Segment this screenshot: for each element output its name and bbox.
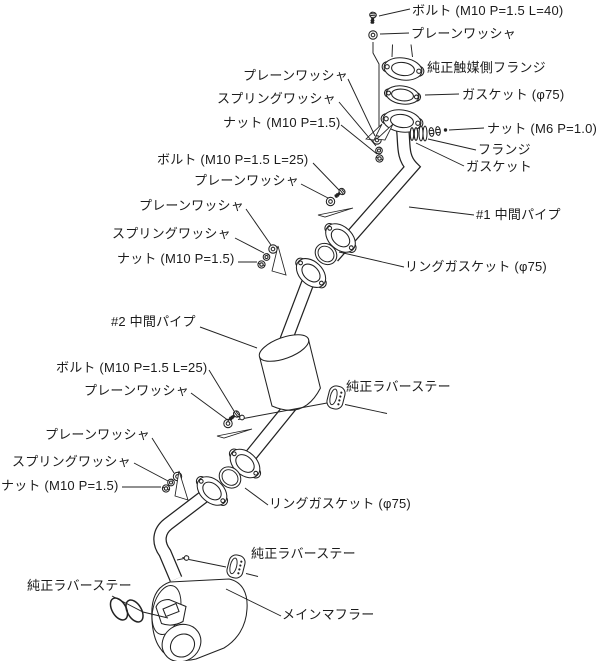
muffler-inlet-pipe [153, 486, 215, 582]
number2-center-pipe [237, 266, 321, 470]
m6-nut-icon [428, 127, 435, 137]
callout-nut-m10-3: ナット (M10 P=1.5) [1, 478, 119, 493]
callout-plain-washer-2: プレーンワッシャ [194, 173, 299, 188]
callout-rubber-stay-2: 純正ラバーステー [251, 546, 356, 561]
callout-bolt-m10-l25-1: ボルト (M10 P=1.5 L=25) [157, 152, 309, 167]
insert-wedge [317, 207, 354, 218]
nut-icon [375, 154, 384, 163]
callout-spring-washer-2: スプリングワッシャ [112, 226, 231, 241]
rubber-stay-2 [176, 552, 259, 581]
rubber-stay-icon [324, 383, 348, 412]
callout-plain-washer-1: プレーンワッシャ [243, 68, 348, 83]
plain-washer-icon [268, 244, 278, 254]
callout-ring-gasket-2: リングガスケット (φ75) [269, 496, 411, 511]
callout-flange: フランジ [478, 142, 531, 157]
bolt-assembly-line [372, 42, 380, 127]
hanger-pin-icon [181, 554, 190, 562]
callout-spring-washer-1: スプリングワッシャ [217, 91, 336, 106]
rubber-ring-icon [125, 599, 144, 623]
small-gasket-icon [413, 127, 419, 141]
callout-plain-washer-5: プレーンワッシャ [45, 427, 150, 442]
callout-rubber-stay-3: 純正ラバーステー [27, 578, 132, 593]
rubber-stay-3 [109, 597, 144, 623]
callout-oem-catalyst-flange: 純正触媒側フランジ [427, 60, 546, 75]
nut-icon [257, 260, 266, 269]
leader-dot [443, 128, 448, 132]
main-muffler-body [151, 578, 248, 661]
m6-hardware-group [409, 125, 448, 142]
callout-plain-washer-4: プレーンワッシャ [84, 383, 189, 398]
rubber-stay-icon [224, 552, 248, 581]
small-flange-icon [418, 125, 424, 142]
insert-wedge [376, 123, 394, 141]
insert-wedge [174, 470, 189, 501]
callout-no1-center-pipe: #1 中間パイプ [476, 207, 561, 222]
callout-nut-m6: ナット (M6 P=1.0) [487, 121, 598, 136]
callout-main-muffler: メインマフラー [282, 607, 375, 622]
catalyst-flange-stack [379, 54, 426, 136]
spring-washer-icon [262, 252, 271, 261]
catalyst-pipe-stub [391, 44, 393, 58]
spring-washer-icon [167, 478, 175, 487]
nut-icon [161, 484, 171, 493]
callout-nut-m10-1: ナット (M10 P=1.5) [223, 115, 341, 130]
callout-rubber-stay-1: 純正ラバーステー [346, 379, 451, 394]
small-gasket-icon [409, 127, 415, 141]
insert-wedge [216, 428, 253, 439]
bolt-icon [367, 10, 379, 26]
m6-nut-icon [435, 126, 441, 136]
catalyst-pipe-stub [410, 44, 413, 58]
callout-plain-washer-3: プレーンワッシャ [139, 198, 244, 213]
callout-bolt-m10-l40: ボルト (M10 P=1.5 L=40) [412, 3, 564, 18]
spring-washer-icon [375, 146, 383, 155]
rubber-ring-icon [109, 597, 129, 621]
muffler-tail-tip-bore [169, 633, 196, 658]
rubber-stay-1 [236, 383, 388, 421]
callout-gasket-phi75: ガスケット (φ75) [462, 87, 565, 102]
callout-no2-center-pipe: #2 中間パイプ [111, 314, 196, 329]
small-flange-icon [422, 125, 428, 142]
callout-spring-washer-3: スプリングワッシャ [12, 454, 131, 469]
muffler-bracket-slot [162, 602, 180, 618]
callout-bolt-m10-l25-2: ボルト (M10 P=1.5 L=25) [56, 360, 208, 375]
oem-catalyst-flange-icon [380, 54, 426, 84]
leader-lines [111, 8, 485, 619]
resonator-top [258, 334, 310, 362]
plain-washer-icon [368, 30, 378, 40]
bolt-icon [331, 185, 348, 202]
callout-ring-gasket-1: リングガスケット (φ75) [405, 259, 547, 274]
gasket-75-icon [382, 83, 423, 107]
callout-nut-m10-2: ナット (M10 P=1.5) [117, 251, 235, 266]
callout-gasket: ガスケット [466, 159, 533, 174]
insert-wedge [271, 245, 287, 276]
plain-washer-icon [325, 196, 336, 207]
callout-plain-washer-top: プレーンワッシャ [411, 26, 516, 41]
